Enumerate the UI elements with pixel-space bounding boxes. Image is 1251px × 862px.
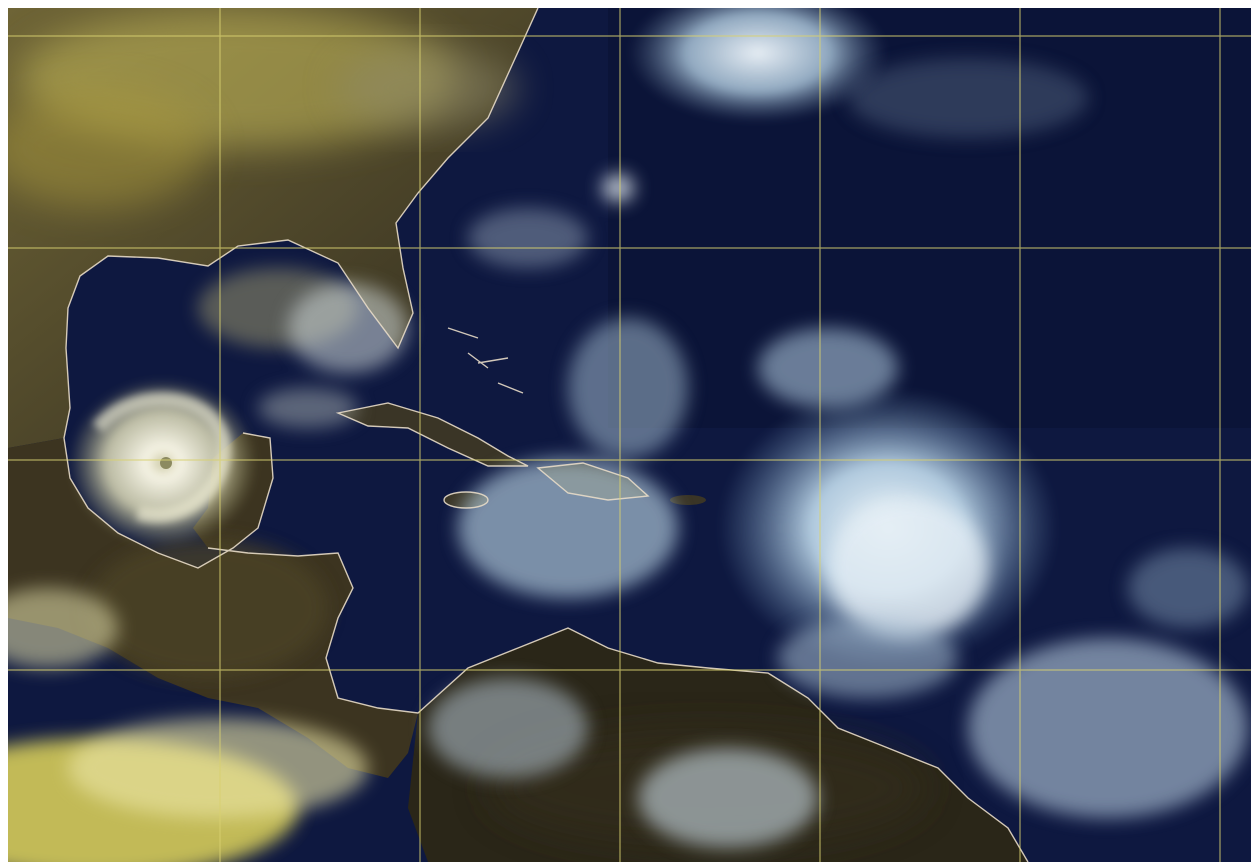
satellite-scene — [8, 8, 1251, 862]
gulf-hurricane — [68, 378, 258, 548]
central-america-land — [8, 433, 418, 778]
northern-storm — [628, 8, 888, 123]
atlantic-storm — [718, 328, 1058, 668]
satellite-image — [8, 8, 1251, 862]
north-america-land — [8, 8, 538, 448]
coastlines — [63, 8, 1029, 862]
scattered-clouds — [258, 58, 1248, 848]
lat-lon-grid — [8, 8, 1251, 862]
